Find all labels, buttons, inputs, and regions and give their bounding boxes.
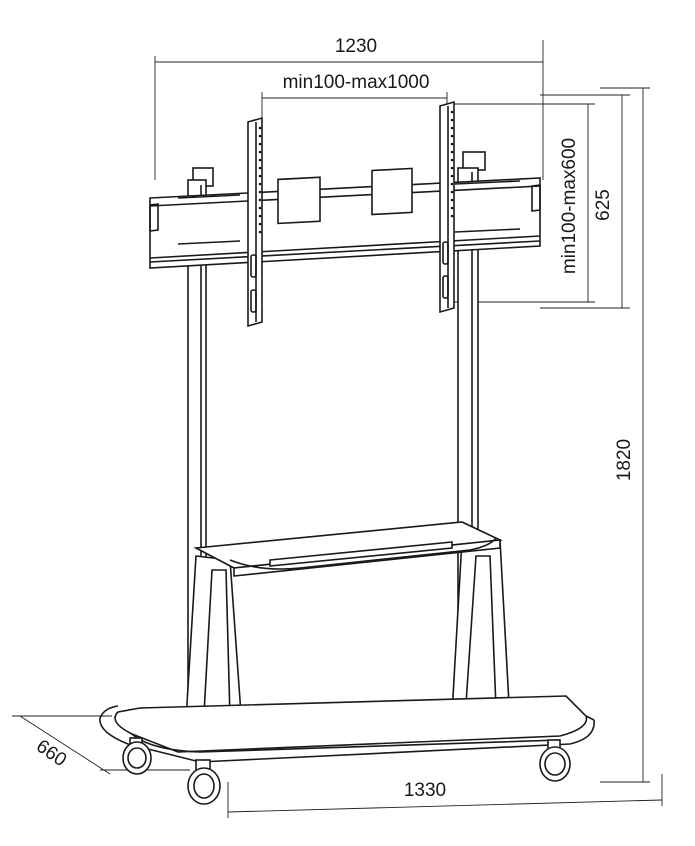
dimension-base-width-1330: 1330 [227,774,663,818]
dimension-vesa-horizontal: min100-max1000 [261,72,448,118]
equipment-shelf [193,521,503,577]
arm-right-holes [450,110,454,218]
dim-label-bracket-height: 625 [593,189,614,221]
dim-label-overall-height: 1820 [614,439,635,481]
rolling-base [99,695,595,763]
caster-rear-right [539,739,571,782]
vesa-arm-right [439,100,455,314]
dimension-height-1820: 1820 [600,87,650,783]
caster-rear-left [122,737,152,775]
vesa-arm-left [247,116,263,328]
bracket-slots [177,180,521,245]
dim-label-overall-width: 1230 [335,36,377,57]
dim-label-base-depth: 660 [32,736,70,771]
shelf-leg-right [451,539,511,723]
arm-left-holes [258,126,262,234]
dimension-width-1230: 1230 [154,36,544,180]
bracket-cutout-left [277,176,321,225]
shelf-slot [269,541,453,567]
bracket-cutout-right [371,167,413,216]
column-caps [192,151,486,187]
dim-label-vesa-horizontal: min100-max1000 [283,72,430,93]
dimension-bracket-height-625: 625 [540,94,630,309]
dim-label-vesa-vertical: min100-max600 [559,138,580,274]
dim-label-base-width: 1330 [404,780,446,801]
caster-front-left [187,759,221,805]
shelf-leg-left [185,555,243,729]
